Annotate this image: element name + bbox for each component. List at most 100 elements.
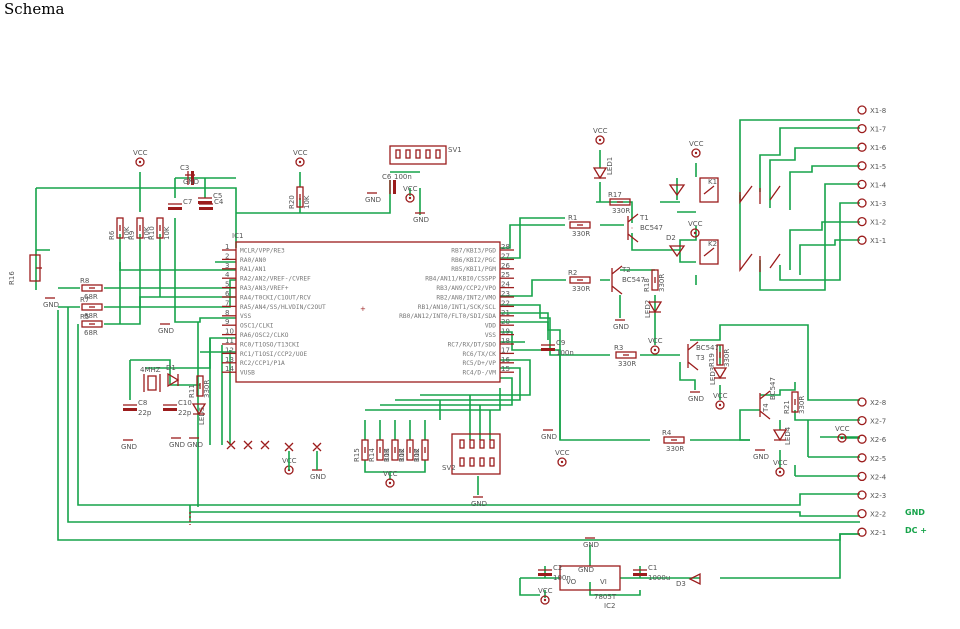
gnd-symbol: GND — [169, 437, 185, 449]
part-label-t2v: BC547 — [622, 276, 645, 284]
ic1-pin-number: 5 — [225, 281, 229, 289]
ic1-pin-name: RA3/AN3/VREF+ — [240, 285, 289, 292]
resistor-name: R18 — [643, 278, 651, 292]
vcc-symbol: VCC — [293, 149, 308, 167]
resistor-value: 68R — [84, 312, 98, 320]
gnd-label: GND — [413, 216, 429, 224]
resistor-r4: R4 330R — [662, 429, 685, 453]
ic1-pin-number: 20 — [501, 318, 510, 326]
x2-terminal-label: X2-7 — [870, 418, 886, 426]
resistor-name: R20 — [288, 195, 296, 209]
resistor-value: 68R — [84, 293, 98, 301]
resistor-name: R4 — [662, 429, 672, 437]
part-label-t1: T1 — [639, 214, 649, 222]
x2-terminal-label: X2-8 — [870, 399, 886, 407]
capacitor-value: 22p — [178, 409, 192, 417]
ic1-pin-name: RC2/CCP1/P1A — [240, 360, 285, 367]
gnd-symbol: GND — [187, 437, 203, 449]
part-label-led4: LED4 — [784, 426, 792, 445]
capacitor-name: C4 — [214, 198, 224, 206]
resistor-name: R14 — [368, 448, 376, 462]
gnd-symbol: GND — [310, 469, 326, 481]
ic1-center-mark: + — [360, 305, 366, 313]
resistor-value: 330R — [203, 380, 211, 398]
capacitor-value: 22p — [138, 409, 152, 417]
ic1-pin-name: VUSB — [240, 370, 255, 377]
net-gnd-label: GND — [905, 508, 925, 517]
x2-terminal — [857, 508, 867, 519]
diodes — [167, 372, 701, 586]
capacitor-name: C1 — [648, 564, 657, 572]
gnd-label: GND — [158, 327, 174, 335]
vcc-label: VCC — [648, 337, 663, 345]
ic1-pin-number: 21 — [501, 309, 510, 317]
x1-terminal — [857, 198, 867, 208]
resistor-name: R5 — [80, 313, 89, 321]
x2-terminal — [857, 397, 867, 407]
net-dc-label: DC + — [905, 526, 927, 535]
gnd-symbol: GND — [413, 212, 429, 224]
x1-terminal — [857, 216, 867, 227]
connector-terminals: X1-8X1-7X1-6X1-5X1-4X1-3X1-2X1-1X2-8X2-7… — [857, 105, 887, 537]
sv1-header: SV1 — [389, 145, 462, 165]
ic1-pin-name: VSS — [240, 313, 251, 320]
ic1-pin-name: RB1/AN10/INT1/SCK/SCL — [418, 304, 497, 311]
x1-terminal-label: X1-1 — [870, 237, 886, 245]
resistor-name: R21 — [783, 400, 791, 414]
resistor-name: R9 — [128, 231, 136, 240]
resistor-name: R17 — [608, 191, 622, 199]
crystal — [143, 374, 161, 392]
vcc-symbol: VCC — [133, 149, 148, 167]
ic1-pin-name: RC7/RX/DT/SDO — [448, 341, 497, 348]
part-label-d1: D1 — [166, 364, 176, 372]
resistor-name: R13 — [383, 448, 391, 462]
ic2-part: 7805T — [594, 593, 617, 601]
ic1-pin-number: 16 — [501, 356, 510, 364]
gnd-symbol: GND — [121, 439, 137, 451]
part-label-t4: T4 — [762, 403, 770, 413]
vcc-symbol: VCC — [713, 392, 728, 410]
relays — [668, 177, 781, 272]
ic1-pin-name: VDD — [485, 323, 496, 330]
vcc-label: VCC — [383, 470, 398, 478]
resistor-value: 330R — [666, 445, 684, 453]
ic1-pin-number: 26 — [501, 262, 510, 270]
resistor-name: R15 — [353, 448, 361, 462]
gnd-label: GND — [310, 473, 326, 481]
x1-terminal — [857, 161, 867, 171]
ic1-pin-number: 25 — [501, 271, 510, 279]
vcc-symbol: VCC — [403, 185, 418, 203]
x2-terminal — [857, 434, 867, 444]
vcc-label: VCC — [689, 140, 704, 148]
capacitor-name: C8 — [138, 399, 147, 407]
capacitor-c7: C7 — [168, 198, 192, 210]
gnd-symbol: GND — [158, 323, 174, 335]
ic1-pin-name: RB5/KBI1/PGM — [451, 266, 496, 273]
ic1-pin-number: 15 — [501, 365, 510, 373]
resistor-name: R7 — [80, 296, 89, 304]
ic1-pin-name: RC0/T1OSO/T13CKI — [240, 341, 300, 348]
resistor-value: 10K — [398, 448, 406, 462]
resistor-name: R12 — [413, 448, 421, 462]
resistor-value: 330R — [618, 360, 636, 368]
capacitor-name: C2 — [553, 564, 562, 572]
ic1-pin-number: 3 — [225, 262, 229, 270]
ic1-pin-number: 17 — [501, 346, 510, 354]
capacitor-name: C5 — [213, 192, 222, 200]
gnd-label: GND — [688, 395, 704, 403]
gnd-label: GND — [753, 453, 769, 461]
ic1-pin-number: 11 — [225, 337, 234, 345]
x1-terminal-label: X1-6 — [870, 144, 887, 152]
gnd-label: GND — [541, 433, 557, 441]
vcc-symbol: VCC — [835, 425, 850, 443]
ic2-vi-label: VI — [600, 578, 607, 586]
part-label-led3: LED3 — [709, 367, 717, 385]
